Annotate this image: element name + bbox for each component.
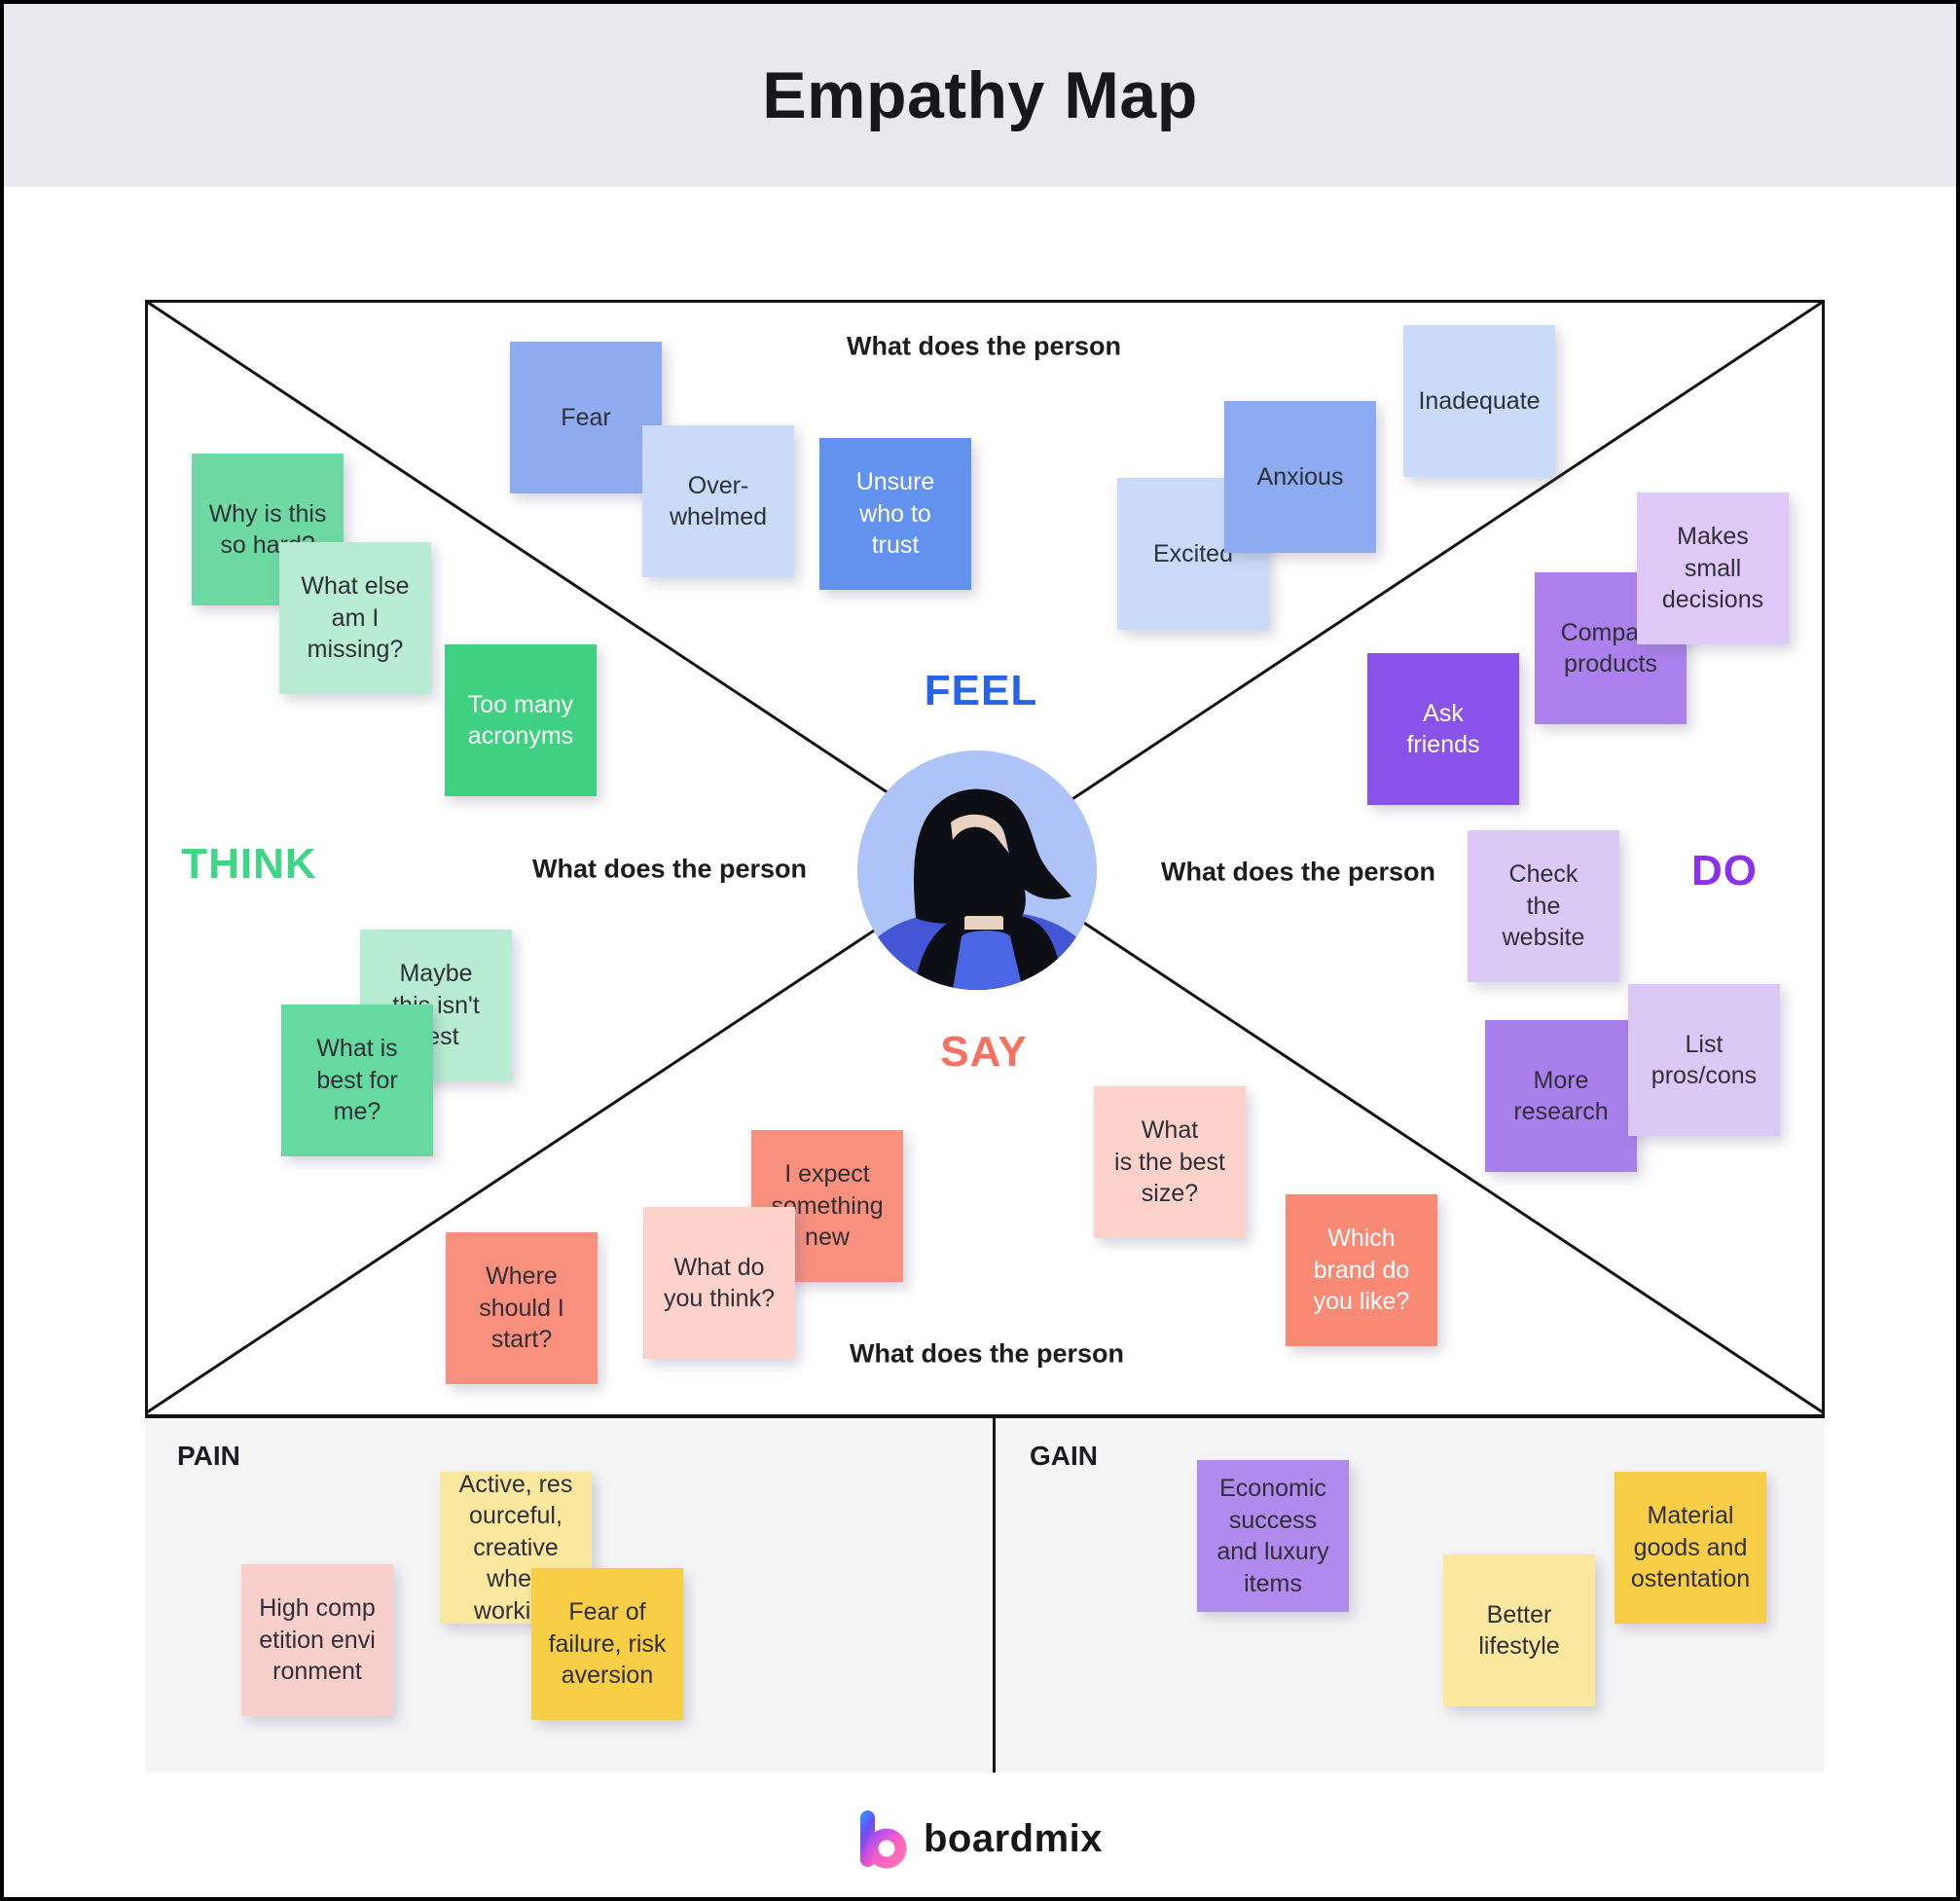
- prompt-feel: What does the person: [846, 331, 1122, 361]
- sticky-note-feel[interactable]: Fear: [510, 342, 662, 494]
- sticky-note-do[interactable]: Ask friends: [1367, 653, 1519, 805]
- sticky-note-think[interactable]: What is best for me?: [281, 1005, 433, 1156]
- sticky-note-feel[interactable]: Inadequate: [1403, 325, 1555, 477]
- sticky-note-say[interactable]: What is the best size?: [1094, 1086, 1246, 1238]
- sticky-note-pain[interactable]: High comp etition envi ronment: [241, 1564, 393, 1716]
- prompt-do: What does the person: [1160, 857, 1436, 887]
- boardmix-logo-icon: [859, 1810, 907, 1869]
- title-band: Empathy Map: [4, 4, 1956, 187]
- sticky-note-say[interactable]: I expect something new: [751, 1130, 903, 1282]
- sticky-note-pain[interactable]: Fear of failure, risk aversion: [531, 1568, 683, 1720]
- sticky-note-do[interactable]: Makes small decisions: [1637, 493, 1789, 644]
- quadrant-label-think: THINK: [181, 840, 317, 888]
- quadrant-label-feel: FEEL: [924, 667, 1038, 714]
- prompt-think: What does the person: [531, 854, 808, 884]
- sticky-note-gain[interactable]: Better lifestyle: [1443, 1554, 1595, 1706]
- quadrant-label-do: DO: [1691, 847, 1758, 895]
- sticky-note-do[interactable]: Check the website: [1468, 830, 1619, 982]
- pain-gain-divider: [993, 1414, 996, 1773]
- quadrant-label-say: SAY: [940, 1028, 1028, 1076]
- brand-footer: boardmix: [4, 1795, 1956, 1883]
- sticky-note-gain[interactable]: Material goods and ostentation: [1615, 1472, 1766, 1624]
- person-avatar: [857, 750, 1097, 990]
- sticky-note-think[interactable]: Too many acronyms: [445, 644, 597, 796]
- sticky-note-feel[interactable]: Unsure who to trust: [819, 438, 971, 590]
- sticky-note-feel[interactable]: Anxious: [1224, 401, 1376, 553]
- sticky-note-say[interactable]: What do you think?: [643, 1207, 795, 1359]
- sticky-note-say[interactable]: Which brand do you like?: [1286, 1194, 1437, 1346]
- sticky-note-feel[interactable]: Over- whelmed: [642, 425, 794, 577]
- page-title: Empathy Map: [762, 58, 1198, 132]
- sticky-note-think[interactable]: What else am I missing?: [279, 542, 431, 694]
- sticky-note-do[interactable]: List pros/cons: [1628, 984, 1780, 1136]
- section-label-gain: GAIN: [1030, 1441, 1098, 1471]
- sticky-note-gain[interactable]: Economic success and luxury items: [1197, 1460, 1349, 1612]
- sticky-note-say[interactable]: Where should I start?: [446, 1232, 598, 1384]
- prompt-say: What does the person: [849, 1338, 1125, 1369]
- section-label-pain: PAIN: [177, 1441, 240, 1471]
- brand-name: boardmix: [923, 1816, 1104, 1860]
- sticky-note-do[interactable]: More research: [1485, 1020, 1637, 1172]
